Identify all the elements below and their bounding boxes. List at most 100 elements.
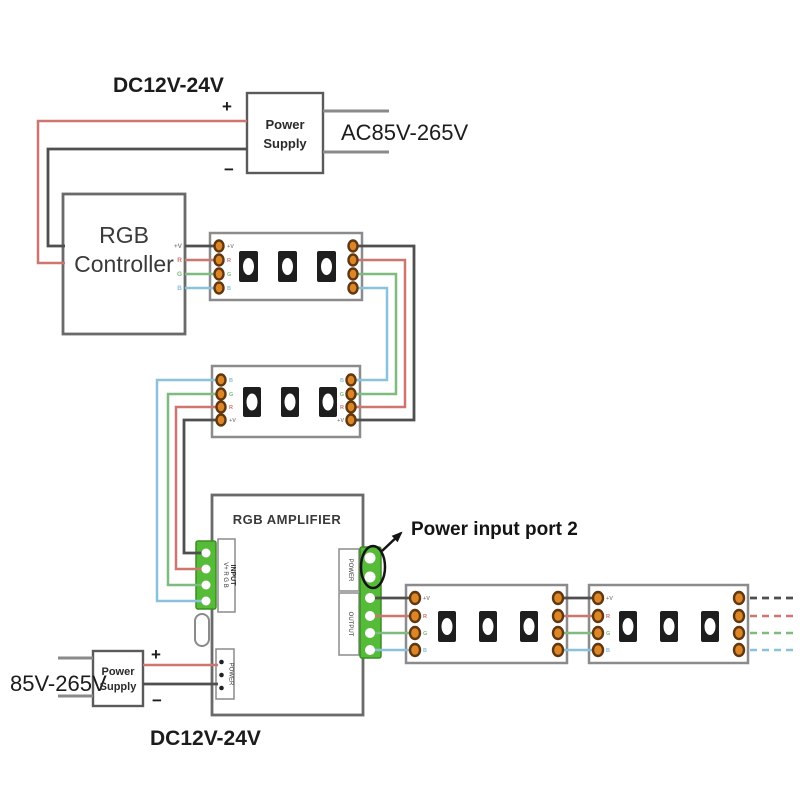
wire-psu-plus-to-controller	[36, 119, 247, 265]
top-plus-sign: +	[222, 97, 232, 116]
wires-red	[36, 119, 795, 667]
top-psu-label-line2: Supply	[263, 136, 307, 151]
solder-pad	[215, 387, 227, 401]
strip3-pad-r-label: R	[423, 614, 427, 620]
bottom-power-supply-box	[91, 649, 145, 708]
wire-strip1-to-strip2-b	[351, 286, 389, 382]
strip4-pad-v-label: +V	[606, 596, 613, 602]
strip2-pad-labels: B G R +V B G R +V	[229, 378, 344, 424]
bottom-psu-label-line1: Power	[101, 666, 135, 678]
led-strip-2	[210, 364, 362, 439]
wire-strip2-to-amp-input-r	[174, 405, 221, 571]
solder-pad	[591, 608, 605, 624]
solder-pad	[213, 267, 225, 281]
power-terminal-label: POWER	[228, 663, 234, 686]
strip4-pad-g-label: G	[606, 631, 610, 637]
strip4-pad-b-label: B	[606, 648, 610, 654]
strip3-pad-g-label: G	[423, 631, 427, 637]
solder-pad	[551, 625, 565, 641]
wire-strip1-to-strip2-r	[351, 258, 407, 409]
led-chip-lens	[663, 618, 675, 635]
solder-pad	[591, 642, 605, 658]
solder-pad	[213, 239, 225, 253]
led-chip-lens	[321, 258, 332, 275]
solder-pad	[347, 281, 359, 295]
top-dc-voltage-label: DC12V-24V	[113, 74, 224, 97]
solder-pad	[551, 608, 565, 624]
input-pin-g	[201, 580, 211, 590]
solder-pad	[551, 590, 565, 606]
solder-pad	[551, 642, 565, 658]
output-pin-v	[365, 593, 375, 603]
led-chip-lens	[243, 258, 254, 275]
solder-pad	[345, 373, 357, 387]
led-chip-lens	[282, 258, 293, 275]
strip2-right-v-label: +V	[337, 418, 344, 424]
bottom-dc-voltage-label: DC12V-24V	[150, 727, 261, 750]
solder-pad	[732, 642, 746, 658]
input-pin-v	[201, 548, 211, 558]
solder-pad	[408, 642, 422, 658]
controller-pin-b-label: B	[177, 285, 182, 292]
amplifier-input-pins-label: V+ R G B	[222, 562, 228, 588]
input-pin-b	[201, 596, 211, 606]
strip2-left-v-label: +V	[229, 418, 236, 424]
output-pin-g	[365, 628, 375, 638]
wire-strip2-to-amp-input-v	[182, 418, 221, 555]
controller-label-line1: RGB	[99, 222, 149, 248]
led-chip-lens	[284, 393, 296, 411]
solder-pad	[215, 400, 227, 414]
solder-pad	[408, 590, 422, 606]
strip1-pad-r-label: R	[227, 258, 231, 264]
led-chip-lens	[441, 618, 453, 635]
controller-label-line2: Controller	[74, 251, 174, 277]
input-pin-r	[201, 564, 211, 574]
solder-pad	[345, 413, 357, 427]
controller-pin-g-label: G	[177, 271, 182, 278]
rgb-controller-box	[61, 192, 187, 336]
top-minus-sign: −	[224, 160, 234, 179]
solder-pad	[591, 590, 605, 606]
solder-pad	[732, 590, 746, 606]
rgb-amplifier-box	[210, 493, 365, 717]
solder-pad	[347, 239, 359, 253]
strip3-pad-labels: +V R G B	[423, 596, 430, 654]
strip1-pad-labels: +V R G B	[227, 244, 234, 292]
controller-pin-labels: +V R G B	[174, 243, 183, 292]
amplifier-power2-label-box	[338, 548, 360, 592]
amplifier-input-terminal	[195, 540, 217, 610]
solder-pad	[732, 625, 746, 641]
power-pin-minus	[219, 685, 224, 691]
amplifier-input-label-box	[217, 538, 236, 613]
input-cable-loop	[194, 613, 210, 647]
solder-pad	[213, 253, 225, 267]
output-pin-r	[365, 611, 375, 621]
solder-pad	[213, 281, 225, 295]
solder-pad	[408, 608, 422, 624]
ac-lines	[58, 109, 389, 698]
solder-pad	[215, 413, 227, 427]
strip3-pad-v-label: +V	[423, 596, 430, 602]
amplifier-input-label: INPUT	[229, 565, 236, 587]
annotation-arrow	[381, 531, 403, 552]
led-chip-lens	[523, 618, 535, 635]
power-terminal-pins	[219, 659, 224, 691]
terminal-pins	[201, 548, 376, 655]
power-input-port-annotation: Power input port 2	[411, 519, 578, 540]
wire-strip1-to-strip2-g	[351, 272, 398, 396]
strip4-pad-r-label: R	[606, 614, 610, 620]
bottom-ac-label: 85V-265V	[10, 671, 107, 696]
solder-pad	[347, 253, 359, 267]
strip2-left-g-label: G	[229, 392, 233, 398]
output-pin-b	[365, 645, 375, 655]
annotation-circle	[359, 544, 387, 590]
amplifier-output-label-box	[338, 592, 360, 656]
led-chip-lens	[246, 393, 258, 411]
wire-strip2-to-amp-input-g	[166, 392, 221, 587]
led-chip-lens	[482, 618, 494, 635]
bottom-minus-sign: −	[152, 691, 162, 710]
led-chip-lens	[322, 393, 334, 411]
controller-pin-r-label: R	[177, 257, 182, 264]
solder-pad	[215, 373, 227, 387]
